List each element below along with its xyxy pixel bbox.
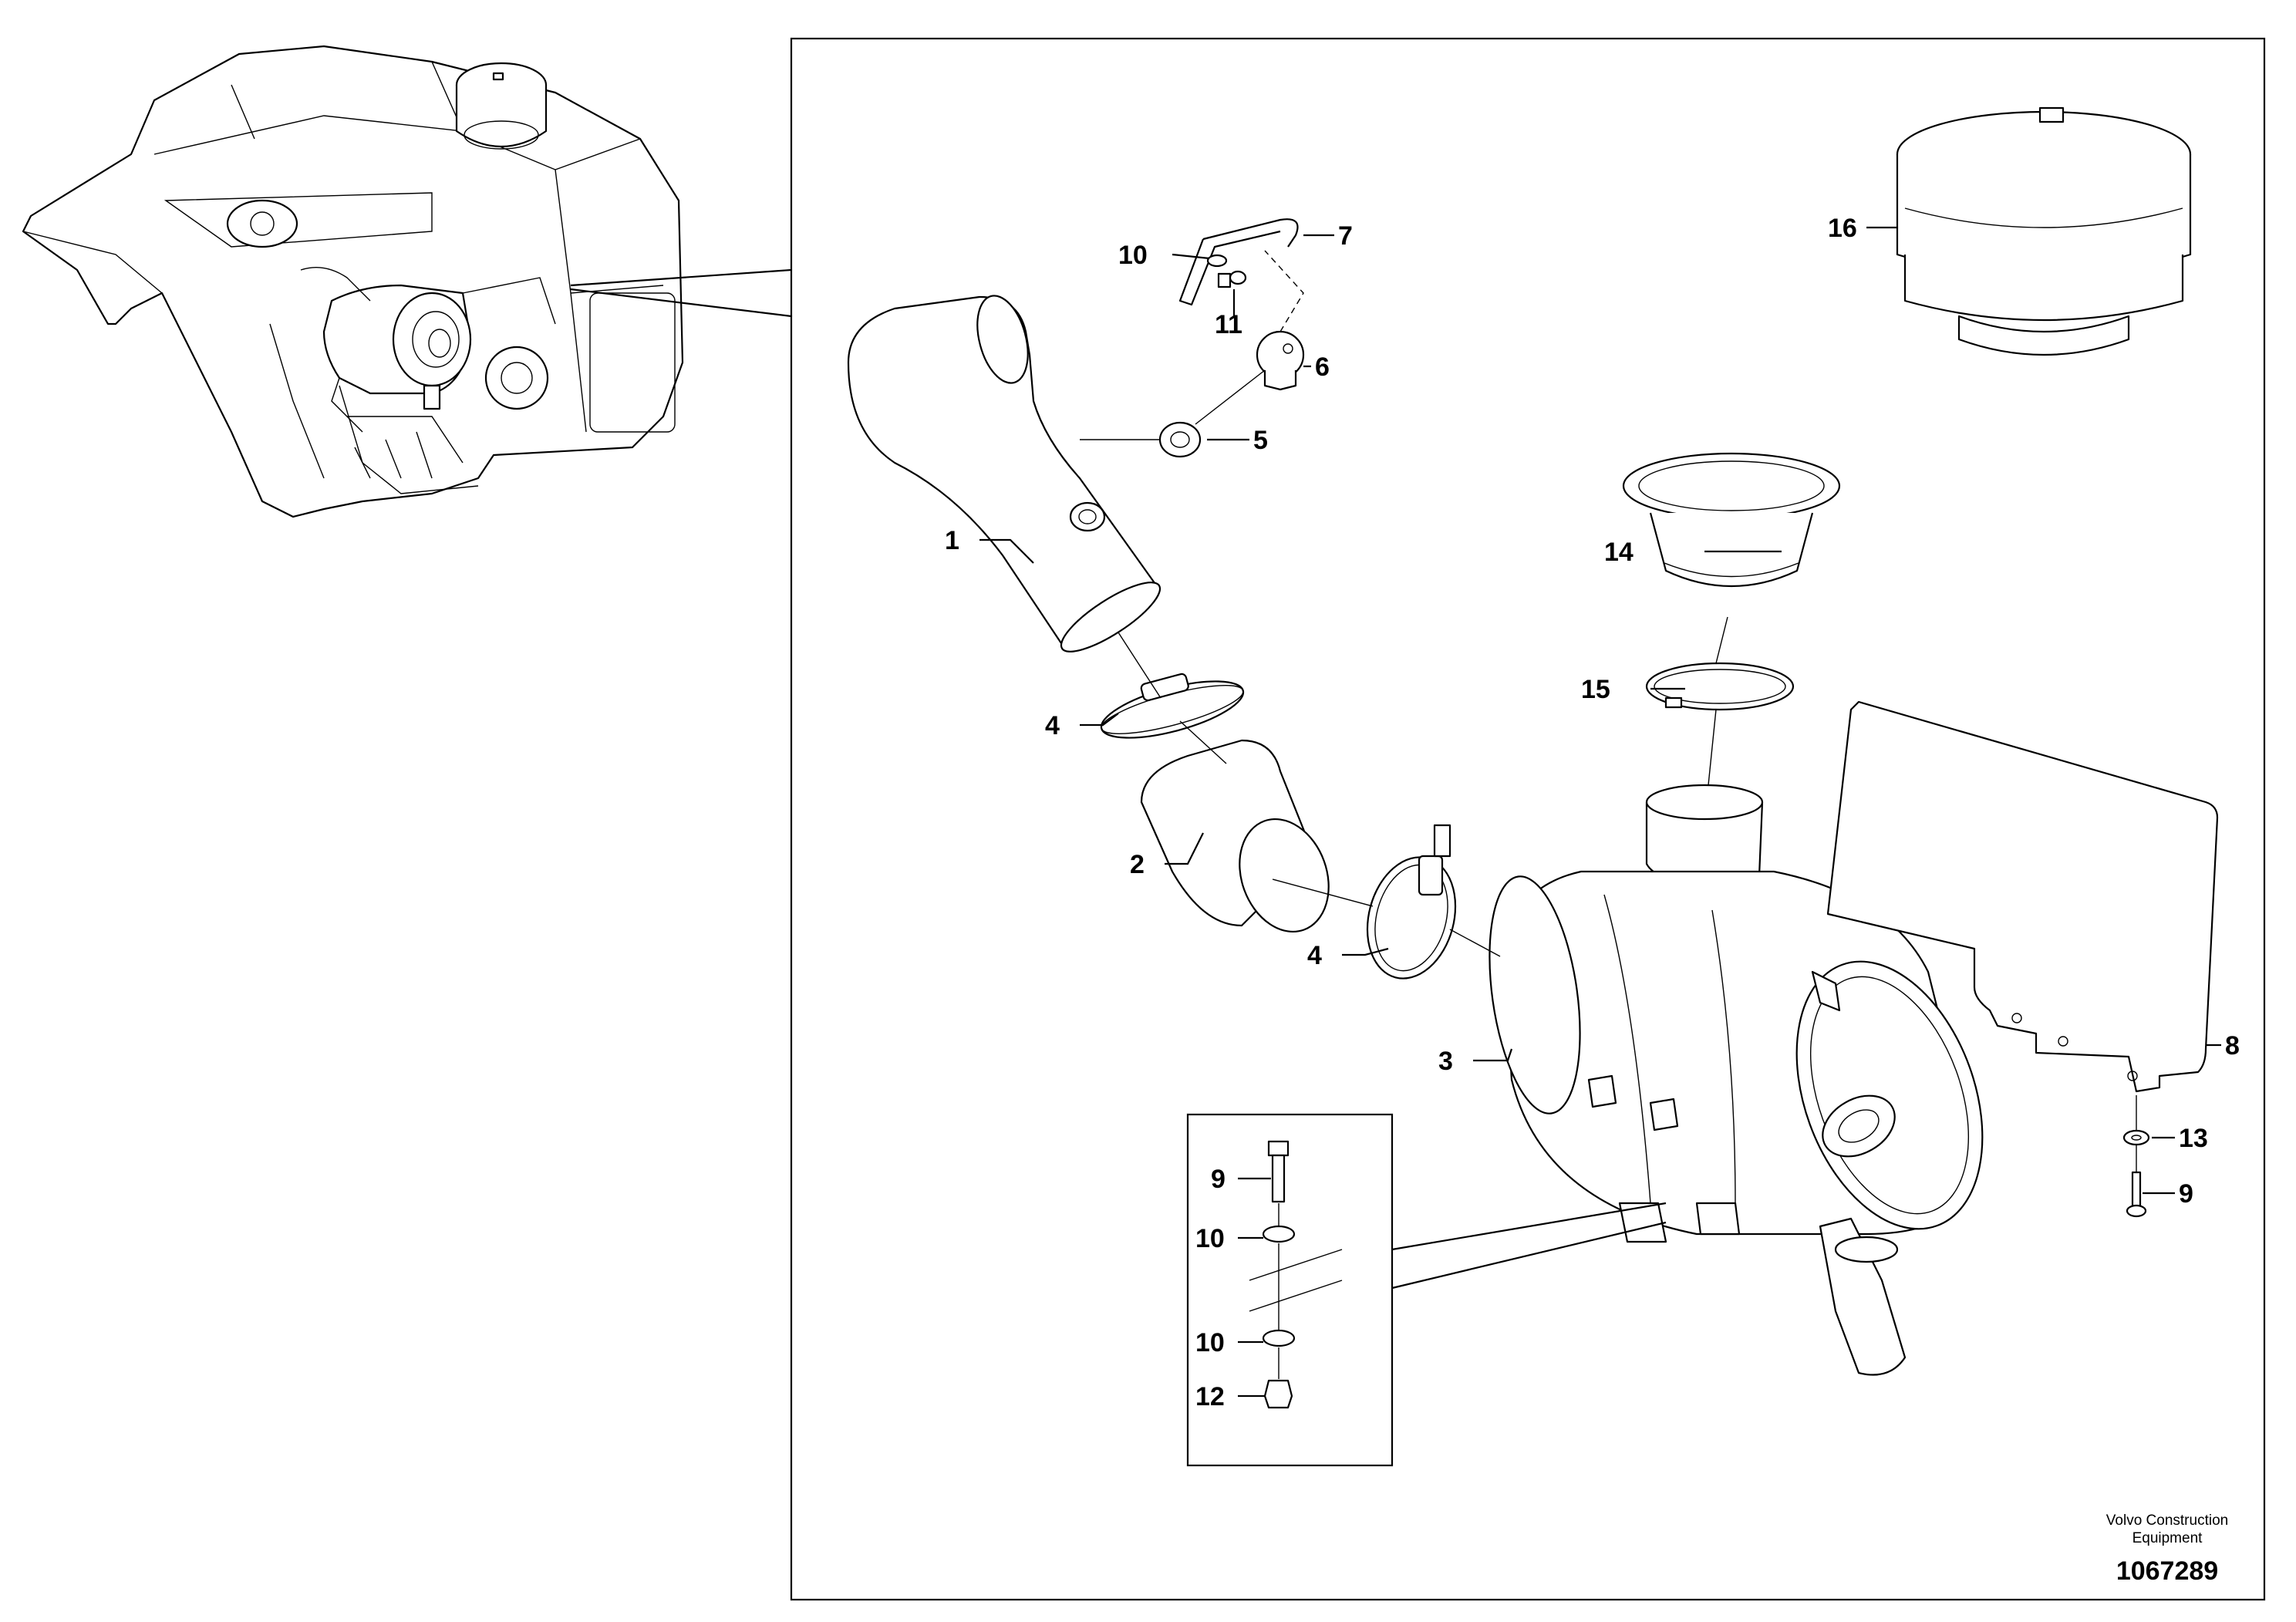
part-1-intake-pipe: [847, 295, 1161, 653]
inset-bolt-9: [1267, 1140, 1290, 1203]
brand-line-1: Volvo Construction: [2106, 1512, 2228, 1529]
part-10-washer-top: [1206, 254, 1228, 268]
part-5-grommet: [1158, 421, 1202, 458]
callout-16: 16: [1828, 214, 1857, 243]
callout-10-top: 10: [1118, 241, 1148, 270]
callout-6: 6: [1315, 352, 1330, 382]
detail-frame: [790, 37, 2266, 1601]
hardware-inset: [1186, 1113, 1667, 1467]
inset-plate: [1249, 1249, 1343, 1312]
callout-13: 13: [2179, 1124, 2208, 1153]
callout-4-lower: 4: [1307, 941, 1322, 970]
footer: Volvo Construction Equipment 1067289: [2106, 1512, 2228, 1586]
callout-10-inset-lower: 10: [1195, 1328, 1225, 1357]
callout-labels: 1 2 3 4 4 5 6 7 8 9 9 10 10 10 11 12 13 …: [945, 214, 2240, 1411]
callout-8: 8: [2225, 1031, 2240, 1061]
part-2-elbow: [1140, 739, 1330, 933]
inset-nut-12: [1263, 1379, 1293, 1409]
part-15-clamp: [1645, 662, 1795, 711]
callout-5: 5: [1253, 426, 1268, 455]
callout-12: 12: [1195, 1382, 1225, 1411]
callout-10-inset-upper: 10: [1195, 1224, 1225, 1253]
overview-leader: [570, 268, 792, 318]
part-3-air-cleaner: [1489, 784, 1984, 1376]
part-16-precleaner: [1896, 106, 2192, 356]
machine-overview: [22, 45, 684, 518]
part-11-screw-top: [1217, 270, 1247, 288]
callout-3: 3: [1438, 1047, 1453, 1076]
callout-2: 2: [1130, 850, 1145, 879]
part-13-washer: [2122, 1129, 2150, 1146]
part-8-bracket-plate: [1826, 700, 2219, 1093]
callout-4-upper: 4: [1045, 711, 1060, 740]
part-14-adapter: [1622, 452, 1841, 588]
part-6-indicator: [1256, 330, 1305, 391]
brand-line-2: Equipment: [2132, 1530, 2203, 1546]
leader-lines: [979, 226, 2221, 1398]
part-4-clamp-lower: [1366, 824, 1457, 980]
callout-15: 15: [1581, 675, 1610, 704]
part-7-bracket: [1178, 218, 1299, 306]
part-9-bolt-right: [2126, 1171, 2147, 1218]
callout-1: 1: [945, 526, 959, 555]
callout-11: 11: [1215, 310, 1242, 339]
callout-9-right: 9: [2179, 1179, 2193, 1209]
inset-washer-10-upper: [1262, 1225, 1296, 1243]
part-4-clamp-upper: [1100, 673, 1245, 739]
callout-7: 7: [1338, 221, 1353, 251]
document-number: 1067289: [2116, 1556, 2218, 1586]
inset-washer-10-lower: [1262, 1329, 1296, 1347]
callout-9-inset: 9: [1211, 1165, 1226, 1194]
callout-14: 14: [1604, 538, 1633, 567]
